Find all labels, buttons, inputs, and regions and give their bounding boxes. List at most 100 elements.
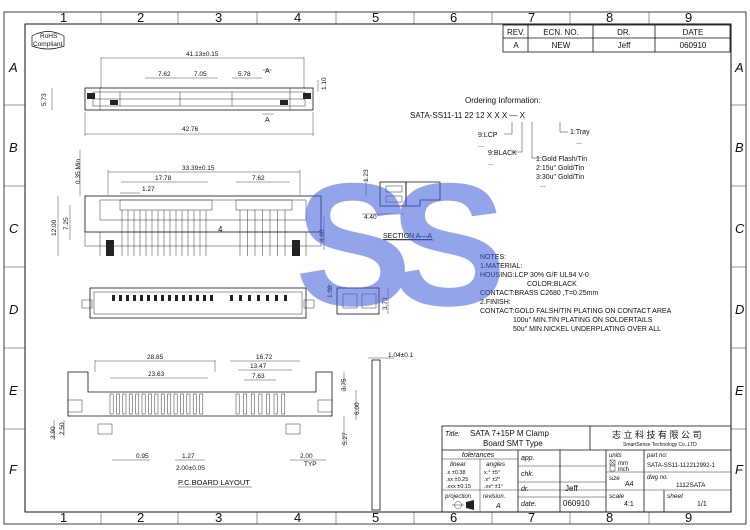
rev-header-date: DATE: [683, 28, 704, 37]
section-marker-a-front: A: [265, 117, 270, 124]
bottom-pad: [168, 295, 171, 301]
col-label-2-bottom: 2: [137, 510, 144, 525]
notes-line-3: COLOR:BLACK: [527, 281, 577, 288]
row-label-E: E: [9, 383, 18, 398]
unit-inch-label: inch: [618, 467, 629, 473]
top-view: 41.13±0.15 7.62 7.05 5.78 A 5.73 1.10 42…: [41, 51, 328, 136]
pcb-pad: [186, 393, 191, 415]
dr-value-title: Jeff: [565, 484, 579, 493]
ordering-opt-tray: 1:Tray: [570, 129, 590, 136]
ordering-plating-1: 1:Gold Flash/Tin: [536, 156, 587, 163]
unit-inch-checkbox: [609, 465, 616, 472]
size-value: A4: [625, 481, 634, 488]
pcb-dim-2-00: 2.00: [300, 453, 313, 460]
notes-title: NOTES:: [480, 254, 506, 261]
notes-line-4: CONTACT:BRASS C2680 ,T=0.25mm: [480, 290, 598, 297]
rev-header-ecn: ECN. NO.: [543, 28, 579, 37]
rev-value: A: [513, 41, 519, 50]
pcb-pads: [109, 393, 286, 415]
bottom-pad: [248, 295, 251, 301]
col-label-4: 4: [294, 10, 301, 25]
rev-header-rev: REV.: [507, 28, 525, 37]
title-line2: Board SMT Type: [483, 439, 543, 448]
row-label-C-right: C: [735, 221, 745, 236]
notes-line-5: 2.FINISH:: [480, 299, 511, 306]
company-en: SmartSense Technology Co.,LTD: [623, 442, 697, 448]
pcb-pad: [243, 393, 248, 415]
ordering-info: Ordering Information: SATA-SS11-11 22 12…: [410, 96, 590, 189]
linear-label: linear: [450, 461, 467, 468]
row-label-A-right: A: [734, 60, 744, 75]
dim-1-27-front: 1.27: [142, 186, 155, 193]
title-label: Title:: [445, 431, 460, 438]
bottom-pad: [230, 295, 233, 301]
bottom-view: [81, 287, 315, 319]
pcb-dim-0-95: 0.95: [136, 453, 149, 460]
dwg-no-value: 1112SATA: [676, 482, 706, 489]
col-label-6: 6: [450, 10, 457, 25]
bottom-pad: [196, 295, 199, 301]
ordering-plating-3: 3:30u" Gold/Tin: [536, 174, 584, 181]
row-label-B: B: [9, 140, 18, 155]
dim-0-35-min: 0.35 Min: [75, 159, 82, 184]
row-label-E-right: E: [735, 383, 744, 398]
dr-value: Jeff: [618, 41, 632, 50]
projection-symbol-icon: [452, 500, 474, 510]
ordering-opt-lcp: 9:LCP: [478, 132, 498, 139]
pcb-pad: [160, 393, 165, 415]
scale-value: 4:1: [624, 501, 634, 508]
col-label-7-bottom: 7: [528, 510, 535, 525]
dim-4-80: 4.80: [319, 229, 326, 242]
notes-line-6: CONTACT:GOLD FALSH/TIN PLATING ON CONTAC…: [480, 308, 672, 315]
title-line1: SATA 7+15P M Clamp: [470, 429, 549, 438]
bottom-pad: [147, 295, 150, 301]
side-dim-1-04: 1.04±0.1: [388, 352, 414, 359]
pcb-dim-3-75: 3.75: [341, 378, 348, 391]
company-cn: 志 立 科 技 有 限 公 司: [612, 429, 702, 440]
col-label-9: 9: [685, 10, 692, 25]
pcb-pad: [128, 393, 133, 415]
size-label: size: [609, 476, 620, 482]
rohs-line1: RoHS: [40, 33, 58, 40]
ordering-opt-black: 9:BLACK: [488, 150, 517, 157]
pcb-dim-5-27: 5.27: [342, 432, 349, 445]
row-label-F: F: [9, 462, 18, 477]
pcb-pad: [122, 393, 127, 415]
part-no-label: part no:: [646, 453, 668, 459]
pcb-pad: [199, 393, 204, 415]
row-label-D: D: [9, 302, 18, 317]
revision-label: revision.: [483, 494, 505, 500]
tol-linear-1: .x ±0.38: [446, 470, 466, 476]
units-label: units: [609, 453, 622, 459]
ordering-plating-2: 2:15u" Gold/Tin: [536, 165, 584, 172]
front-contacts: [121, 210, 286, 256]
bottom-pad: [239, 295, 242, 301]
tol-angle-3: .xx° ±1°: [484, 484, 503, 490]
row-label-A: A: [8, 60, 18, 75]
front-view: 33.39±0.15 17.78 7.62 1.27 4 0.35 Min 7.…: [51, 113, 326, 256]
pcb-layout-label: P.C.BOARD LAYOUT: [178, 478, 250, 487]
pcb-pad: [148, 393, 152, 415]
row-label-D-right: D: [735, 302, 744, 317]
date-label: date.: [521, 501, 537, 508]
front-pin4-label: 4: [218, 225, 223, 234]
rohs-line2: Compliant: [33, 41, 62, 48]
pcb-dim-13-47: 13.47: [250, 363, 267, 370]
bottom-pad: [154, 295, 157, 301]
col-label-1-bottom: 1: [60, 510, 67, 525]
ordering-dots-2: ...: [488, 160, 494, 167]
pcb-dim-6-00: 6.00: [354, 402, 361, 415]
rev-header-dr: DR.: [617, 28, 631, 37]
pcb-dim-1-27: 1.27: [182, 453, 195, 460]
watermark-text: SS: [295, 148, 500, 343]
dim-33-39: 33.39±0.15: [182, 165, 215, 172]
pcb-pad: [180, 393, 184, 415]
col-label-1: 1: [60, 10, 67, 25]
bottom-pad: [210, 295, 213, 301]
notes-line-2: HOUSING:LCP 30% G/F UL94 V-0: [480, 272, 589, 279]
pcb-dim-typ: TYP: [304, 461, 317, 468]
notes-line-1: 1.MATERIAL:: [480, 263, 522, 270]
col-label-4-bottom: 4: [294, 510, 301, 525]
bottom-pad: [189, 295, 192, 301]
ordering-code: SATA-SS11-11 22 12 X X X — X: [410, 111, 526, 120]
